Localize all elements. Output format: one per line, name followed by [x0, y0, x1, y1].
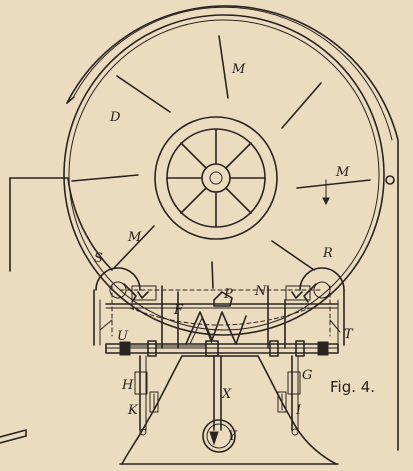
wheel-spokes [166, 128, 266, 228]
label-k: K [127, 403, 139, 418]
label-m-top: M [231, 62, 246, 77]
label-f: F [173, 303, 184, 318]
drum-blades [71, 35, 371, 289]
spoked-wheel [154, 116, 278, 240]
outer-casing [9, 5, 399, 451]
label-t: T [344, 327, 354, 342]
label-g: G [302, 368, 312, 383]
label-x: X [221, 387, 232, 402]
label-r: R [322, 246, 333, 261]
label-i: I [295, 403, 302, 418]
label-s: S [94, 251, 103, 266]
left-housing [93, 267, 141, 346]
hand-lever [0, 429, 27, 444]
label-n: N [254, 284, 267, 299]
zigzag-linkage [185, 311, 247, 345]
carriage-frame [99, 285, 341, 349]
figure-label: Fig. 4. [330, 378, 375, 396]
main-shaft [105, 340, 339, 357]
left-rods [134, 355, 159, 436]
label-m-left: M [127, 230, 142, 245]
label-h: H [121, 378, 134, 393]
right-rods [277, 355, 301, 436]
label-u: U [117, 329, 129, 344]
label-p: P [223, 287, 233, 302]
label-d: D [109, 110, 121, 125]
drum-wheel [63, 14, 395, 336]
label-m-right: M [335, 165, 350, 180]
label-y: Y [228, 429, 238, 444]
